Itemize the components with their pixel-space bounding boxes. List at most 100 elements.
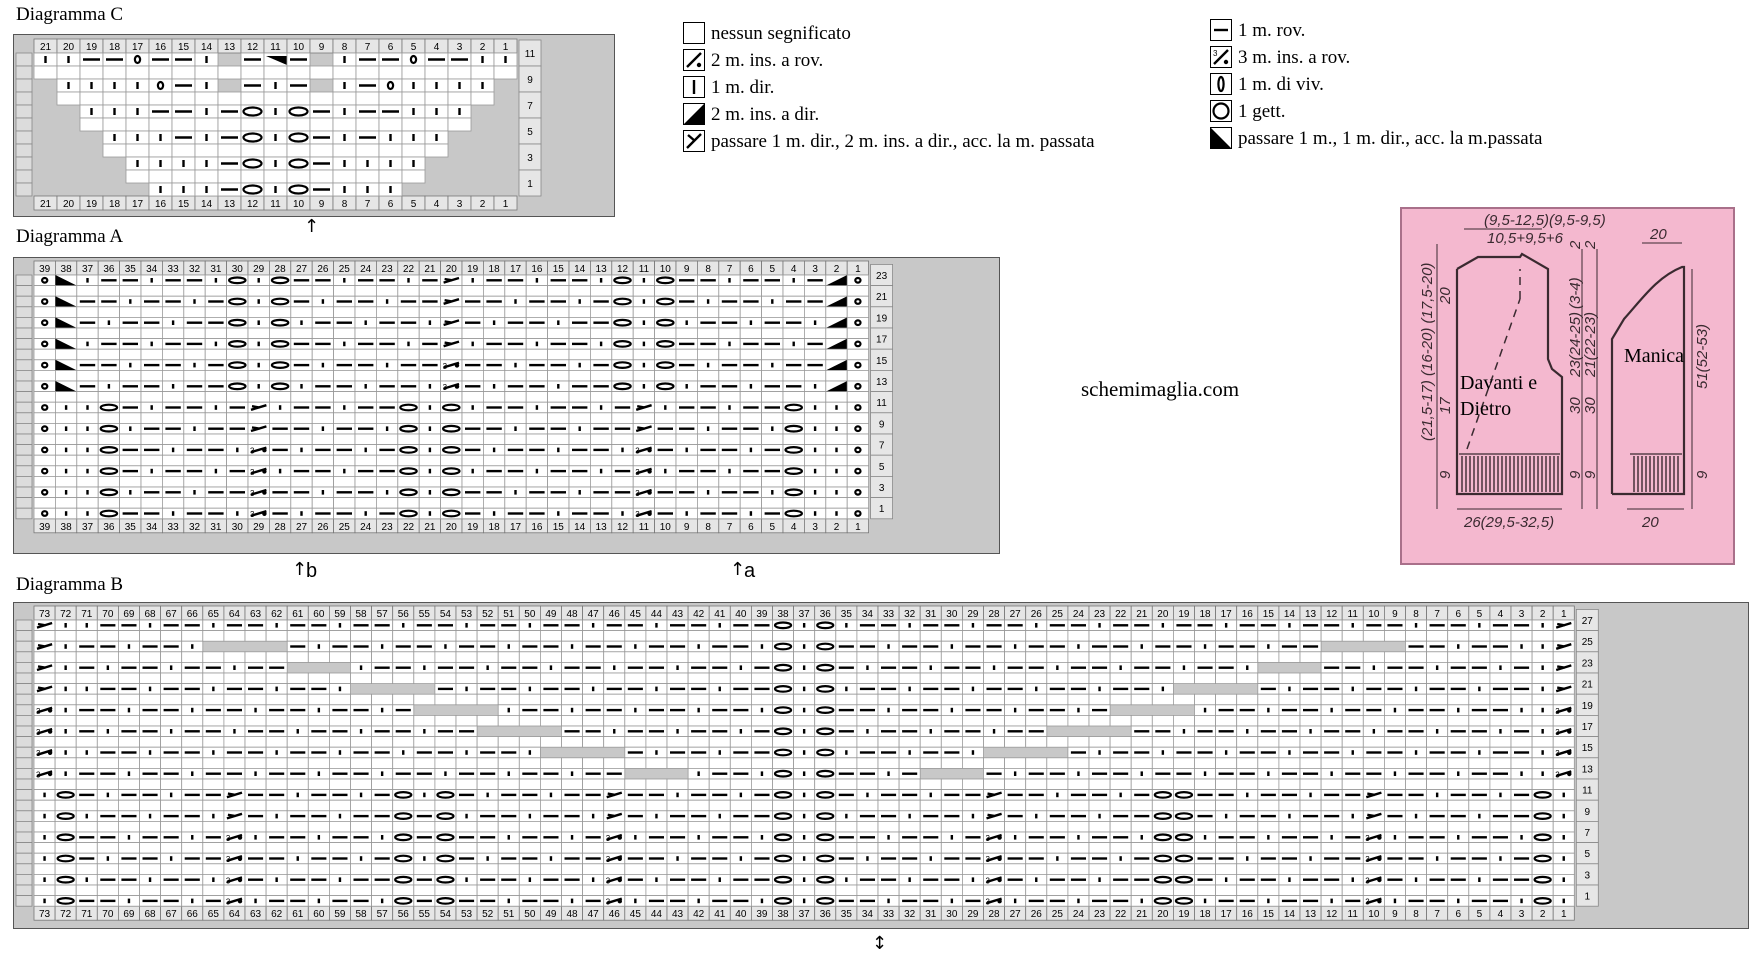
chart-b-cell-empty	[1173, 736, 1195, 748]
chart-b-cell-purl	[940, 873, 963, 886]
chart-a-cell-empty	[418, 475, 442, 488]
legend-left-item: 1 m. dir.	[683, 74, 1153, 101]
chart-b-cell-empty	[666, 842, 689, 854]
chart-b-cell-purl	[919, 640, 942, 653]
chart-a-cell-empty	[311, 391, 335, 403]
chart-a-cell-empty	[140, 391, 163, 403]
chart-a-cell-purl	[397, 380, 420, 393]
col-number-bottom-11: 11	[1348, 909, 1359, 920]
chart-b-cell-knit	[919, 852, 942, 865]
chart-b-cell-purl	[1384, 619, 1406, 632]
chart-a-cell-mdiv	[33, 317, 56, 329]
chart-a-cell-empty	[804, 391, 827, 403]
chart-b-cell-purl	[729, 767, 752, 780]
chart-b-cell-empty	[476, 757, 499, 769]
chart-a-cell-purl	[204, 507, 227, 520]
chart-b-cell-knit	[413, 789, 436, 801]
chart-a-cell-purl	[161, 486, 185, 499]
chart-b-cell-knit	[1278, 810, 1301, 822]
chart-b-cell-knit	[877, 831, 900, 844]
col-number-bottom-8: 8	[705, 522, 711, 533]
chart-b-cell-empty	[624, 799, 647, 812]
col-number-bottom-5: 5	[770, 522, 776, 533]
chart-a-cell-purl	[76, 317, 99, 329]
col-number-top-23: 23	[382, 264, 394, 275]
chart-a-cell-yo	[397, 507, 420, 520]
chart-b-cell-knit	[1405, 810, 1428, 822]
chart-b-cell-purl	[540, 704, 562, 716]
chart-a-cell-knit	[418, 444, 442, 456]
chart-b-cell-empty	[962, 693, 984, 706]
chart-b-cell-k3tog-p: 3	[1552, 704, 1575, 716]
col-number-bottom-58: 58	[355, 909, 367, 920]
col-number-bottom-30: 30	[946, 909, 958, 920]
chart-b-cell-empty	[96, 672, 119, 685]
chart-b-cell-empty	[371, 693, 394, 706]
col-number-top-7: 7	[1434, 609, 1440, 620]
chart-a-cell-knit	[140, 465, 163, 477]
chart-b-cell-purl	[1025, 831, 1048, 844]
chart-a-cell-purl	[375, 317, 399, 329]
chart-b-cell-purl	[624, 873, 647, 886]
chart-b-cell-empty	[286, 778, 309, 791]
chart-b-cell-empty	[1004, 884, 1027, 897]
chart-b-cell-purl	[1447, 725, 1470, 738]
col-number-top-44: 44	[651, 609, 663, 620]
chart-b-cell-empty	[772, 820, 795, 833]
chart-b-cell-purl	[898, 852, 921, 865]
chart-b-cell-purl	[244, 746, 267, 759]
chart-c-cell-purl	[378, 104, 403, 119]
chart-b-cell-purl	[561, 810, 584, 822]
chart-b-cell-empty	[1257, 736, 1280, 748]
chart-c-cell-empty	[424, 143, 449, 158]
chart-b-cell-purl	[476, 767, 499, 780]
chart-b-cell-purl	[75, 704, 98, 716]
chart-a-cell-yo	[268, 380, 292, 393]
chart-a-cell-purl	[204, 295, 227, 308]
col-number-top-9: 9	[319, 42, 325, 53]
chart-b-cell-empty	[582, 842, 605, 854]
chart-b-cell-purl	[856, 895, 879, 907]
chart-a-cell-yo	[782, 444, 805, 456]
chart-b-cell-empty	[307, 630, 330, 642]
chart-a-cell-empty	[739, 285, 763, 297]
chart-a-cell-empty	[183, 391, 206, 403]
col-number-bottom-26: 26	[317, 522, 329, 533]
chart-b-cell-empty	[392, 651, 415, 663]
chart-b-cell-empty	[307, 757, 330, 769]
chart-b-cell-knit	[624, 704, 647, 716]
chart-b-cell-purl	[1468, 640, 1491, 653]
chart-b-cell-empty	[582, 799, 605, 812]
col-number-top-56: 56	[398, 609, 410, 620]
chart-c-cell-purl	[217, 182, 242, 197]
chart-a-cell-knit	[782, 338, 805, 350]
chart-b-cell-empty	[856, 715, 879, 727]
chart-b-cell-purl	[1067, 789, 1090, 801]
chart-c-cell-empty	[171, 91, 196, 106]
chart-b-cell-yo	[1173, 873, 1195, 886]
chart-a-cell-knit	[76, 422, 99, 435]
chart-b-cell-purl	[1130, 683, 1153, 695]
chart-b-cell-purl	[75, 852, 98, 865]
chart-b-cell-knit	[1151, 619, 1174, 632]
chart-c-cell-purl	[309, 182, 334, 197]
chart-b-cell-knit	[1341, 810, 1364, 822]
chart-a-cell-purl	[739, 465, 763, 477]
chart-b-cell-purl	[1510, 873, 1533, 886]
chart-b-cell-empty	[793, 736, 816, 748]
chart-a-cell-knit	[311, 295, 335, 308]
chart-a-cell-purl	[204, 444, 227, 456]
chart-b-cell-purl	[96, 683, 119, 695]
chart-b-cell-purl	[666, 895, 689, 907]
chart-a-cell-empty	[161, 391, 185, 403]
chart-b-cell-knit	[1552, 895, 1575, 907]
chart-a-cell-purl	[804, 338, 827, 350]
chart-a-cell-skp	[55, 295, 78, 308]
chart-b-cell-empty	[328, 757, 351, 769]
chart-a-cell-purl	[161, 422, 185, 435]
chart-b-cell-empty	[814, 736, 837, 748]
chart-b-cell-purl	[1130, 852, 1153, 865]
chart-b-cell-purl	[1447, 662, 1470, 674]
chart-b-cell-empty	[476, 842, 499, 854]
chart-b-cell-empty	[940, 863, 963, 875]
